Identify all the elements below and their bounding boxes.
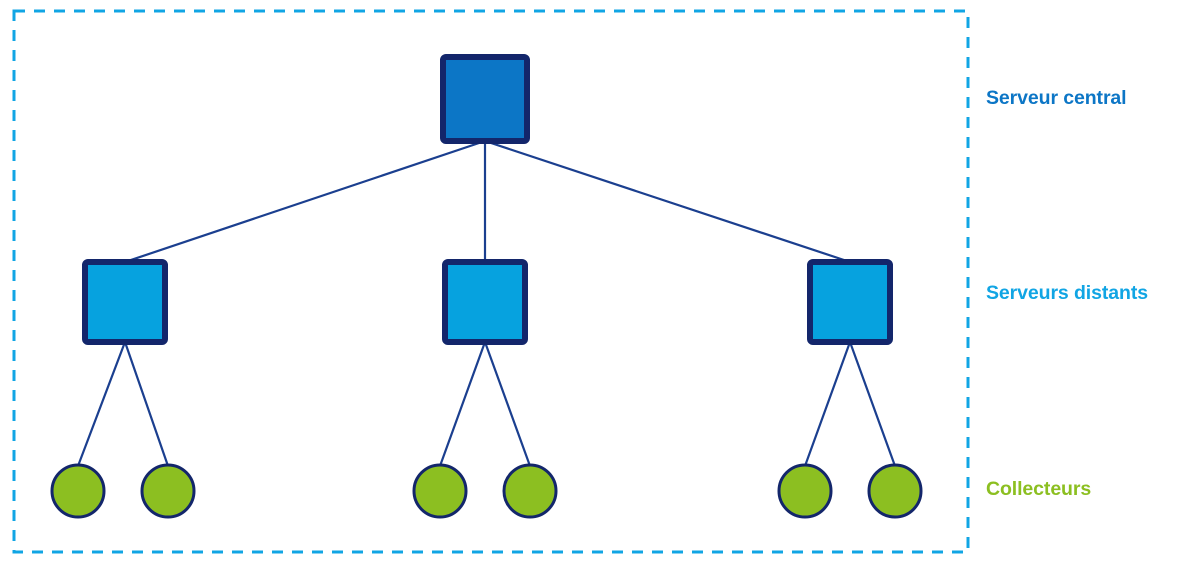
node-group-collectors xyxy=(50,463,923,519)
node-group-remote-servers xyxy=(82,259,893,345)
link-remote-2-collector-3 xyxy=(438,340,487,468)
link-central-remote-3 xyxy=(483,139,852,264)
link-group-remote-collector xyxy=(76,340,897,468)
node-remote-server-3[interactable] xyxy=(807,259,893,345)
link-central-remote-1 xyxy=(123,139,487,264)
node-remote-server-2[interactable] xyxy=(442,259,528,345)
node-collector-3[interactable] xyxy=(412,463,468,519)
link-group-central-remote xyxy=(123,139,852,264)
legend-label-serveurs-distants: Serveurs distants xyxy=(986,282,1148,304)
node-group-central xyxy=(440,54,530,144)
node-collector-5[interactable] xyxy=(777,463,833,519)
node-collector-1[interactable] xyxy=(50,463,106,519)
node-central-server[interactable] xyxy=(440,54,530,144)
link-remote-1-collector-2 xyxy=(123,340,170,468)
node-collector-6[interactable] xyxy=(867,463,923,519)
node-remote-server-1[interactable] xyxy=(82,259,168,345)
link-remote-3-collector-6 xyxy=(848,340,897,468)
link-remote-1-collector-1 xyxy=(76,340,127,468)
node-collector-4[interactable] xyxy=(502,463,558,519)
dashed-boundary xyxy=(12,9,970,554)
node-collector-2[interactable] xyxy=(140,463,196,519)
link-remote-2-collector-4 xyxy=(483,340,532,468)
legend-label-serveur-central: Serveur central xyxy=(986,87,1127,109)
legend-label-collecteurs: Collecteurs xyxy=(986,478,1092,500)
link-remote-3-collector-5 xyxy=(803,340,852,468)
